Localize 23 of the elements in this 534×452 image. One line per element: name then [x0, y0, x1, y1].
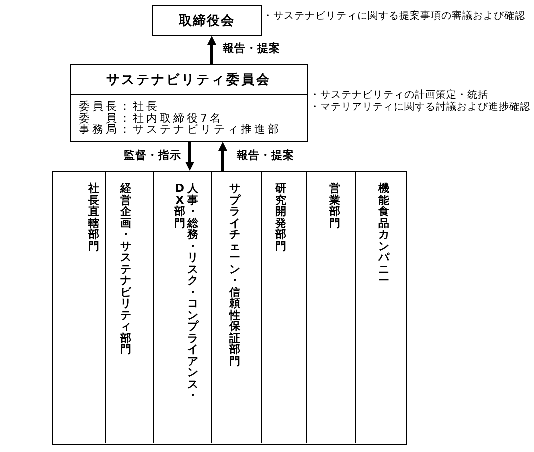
note-text: ・サステナビリティの計画策定・統括	[310, 90, 488, 102]
edge-label: 報告・提案	[236, 149, 296, 163]
title-box: 取締役会	[152, 5, 262, 36]
box-heading: サステナビリティ委員会	[71, 65, 307, 95]
department-name: 営業部門	[328, 183, 342, 229]
note-text: ・サステナビリティに関する提案事項の審議および確認	[263, 11, 526, 23]
edge-label: 監督・指示	[123, 149, 182, 163]
body-text: 委 員：社内取締役7名	[79, 112, 224, 124]
arrow	[218, 142, 228, 171]
body-text: 委員長：社長	[79, 101, 160, 113]
arrow	[208, 36, 216, 64]
group-box	[52, 171, 407, 445]
department-name: サプライチェーン・信頼性保証部門	[228, 183, 242, 367]
department-name: 社長直轄部門	[88, 183, 100, 252]
committee-box	[70, 64, 308, 142]
note-text: ・マテリアリティに関する討議および進捗確認	[310, 102, 530, 114]
department-name: 人事・総務・リスク・コンプライアンス・DX部門	[174, 183, 200, 403]
arrow	[186, 142, 194, 171]
body-text: 事務局：サステナビリティ推進部	[79, 124, 282, 136]
department-name: 研究開発部門	[274, 183, 288, 252]
department-name: 経営企画・サステナビリティ部門	[120, 183, 132, 356]
edge-label: 報告・提案	[222, 42, 282, 56]
department-name: 機能食品カンパニー	[378, 183, 390, 286]
